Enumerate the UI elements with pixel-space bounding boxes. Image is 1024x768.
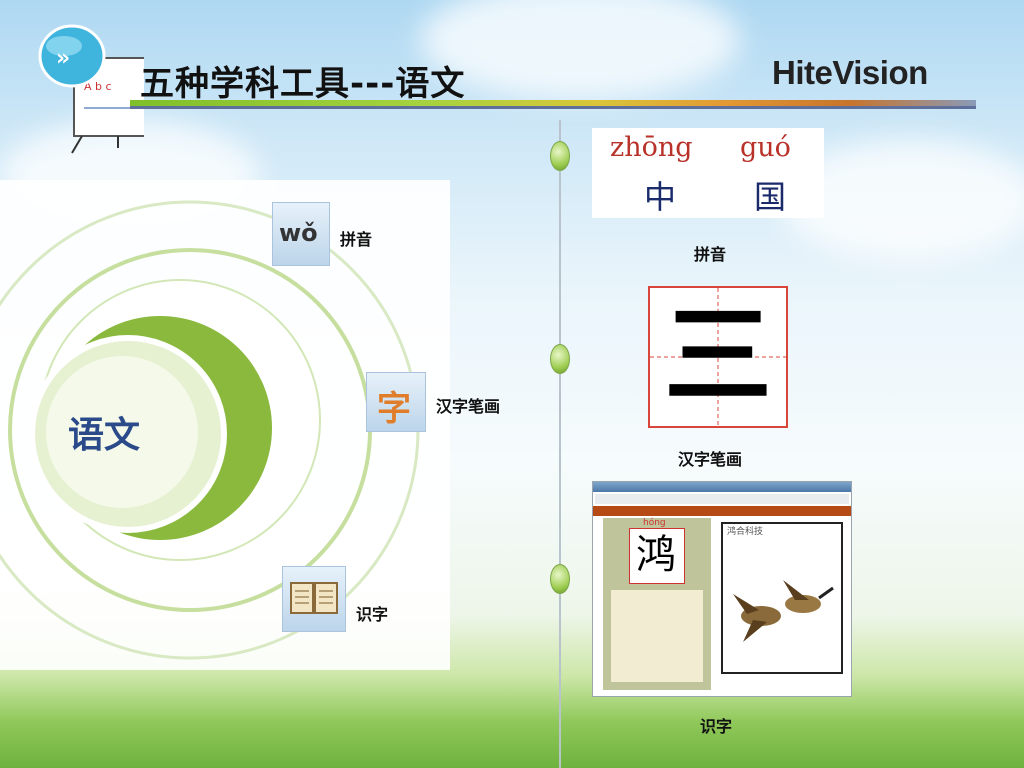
window-menubar [593, 506, 851, 516]
svg-text:A b c: A b c [84, 80, 112, 93]
timeline-line [559, 120, 561, 768]
pinyin-wo-icon: wǒ [279, 219, 318, 247]
pinyin-syllable: zhōng [610, 132, 693, 163]
subject-diagram [0, 200, 420, 660]
literacy-app-window: hóng 鸿 鸿合科技 [592, 481, 852, 697]
svg-text:»: » [56, 46, 70, 71]
book-icon [290, 582, 338, 614]
literacy-card-caption: 识字 [700, 717, 733, 736]
cloud-decoration [420, 0, 740, 100]
flying-geese-image [733, 580, 834, 642]
character-info-panel: hóng 鸿 [603, 518, 711, 690]
hanzi-character: 中 [644, 178, 677, 216]
window-titlebar [593, 482, 851, 492]
hanzi-character: 国 [754, 178, 787, 216]
pinyin-item-label: 拼音 [340, 230, 373, 249]
tian-grid-lines [650, 288, 786, 426]
pinyin-card: zhōng guó 中 国 [592, 128, 824, 218]
timeline-node [550, 141, 570, 171]
literacy-item-button[interactable] [282, 566, 346, 632]
literacy-character: 鸿 [636, 532, 676, 578]
title-underline-shadow [130, 106, 976, 109]
stroke-character: 三 [664, 293, 773, 419]
pinyin-item-button[interactable]: wǒ [272, 202, 330, 266]
page-title: 五种学科工具---语文 [140, 64, 466, 104]
literacy-character-box: 鸿 [629, 528, 685, 584]
literacy-logo-text: 鸿合科技 [727, 527, 764, 537]
literacy-item-label: 识字 [356, 605, 389, 624]
character-definition-text [611, 590, 703, 682]
timeline-node [550, 564, 570, 594]
stroke-card-caption: 汉字笔画 [678, 450, 743, 469]
pinyin-syllable: guó [740, 132, 791, 163]
pinyin-card-caption: 拼音 [694, 245, 727, 264]
hanzi-strokes-item-label: 汉字笔画 [436, 397, 501, 416]
zi-character-icon: 字 [377, 389, 411, 429]
brand-logo: HiteVision [772, 54, 928, 91]
title-underline [130, 100, 976, 106]
hanzi-strokes-item-button[interactable]: 字 [366, 372, 426, 432]
goose-image-frame [721, 522, 843, 674]
diagram-center-label: 语文 [68, 414, 141, 456]
literacy-pinyin: hóng [643, 518, 666, 528]
window-toolbar[interactable] [595, 494, 849, 504]
header-whiteboard-icon: A b c » [38, 24, 144, 154]
stroke-grid-card: 三 [648, 286, 788, 428]
timeline-node [550, 344, 570, 374]
